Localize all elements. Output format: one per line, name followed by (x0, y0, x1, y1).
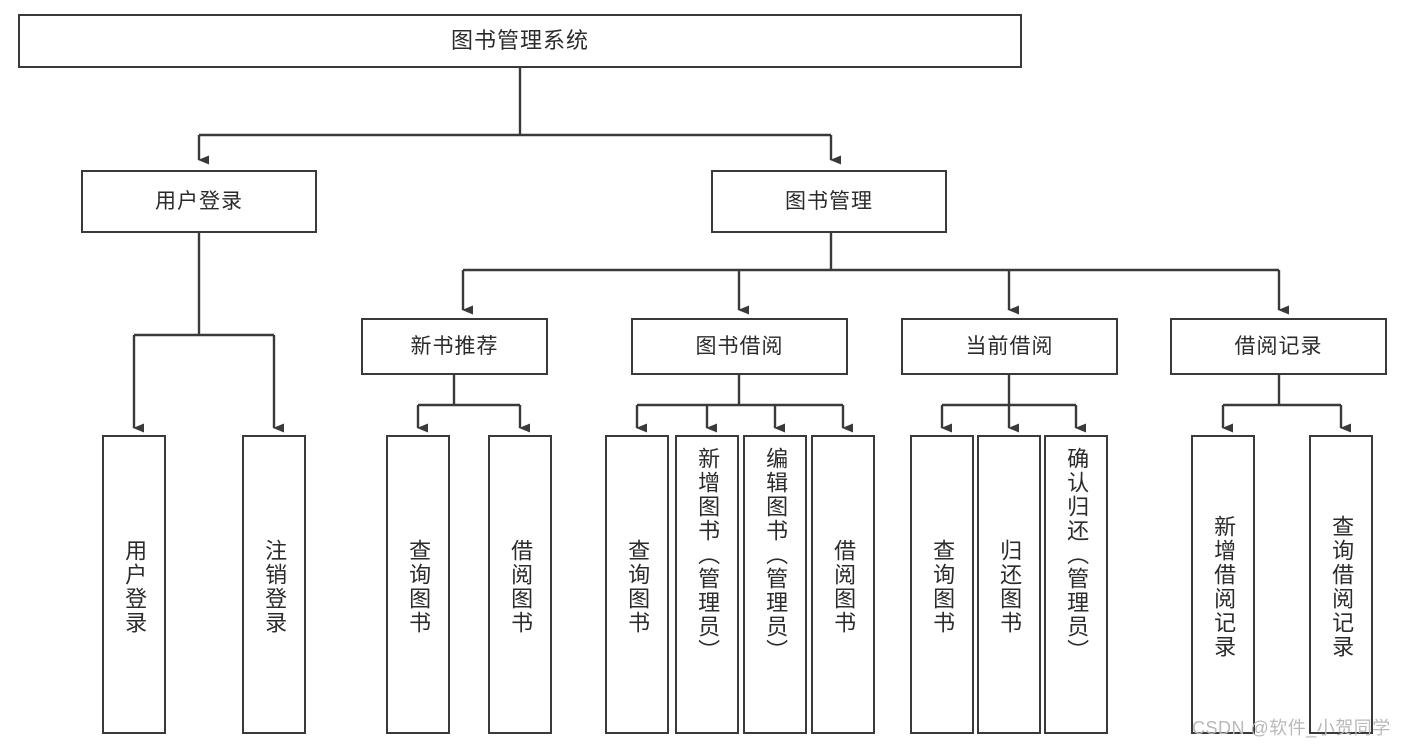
leaf-node-borrow-book-recommend[interactable]: 借阅图书 (488, 435, 552, 734)
node-label: 注销登录 (262, 538, 288, 635)
leaf-node-add-book-admin[interactable]: 新增图书（管理员） (675, 435, 739, 734)
node-label: 图书管理 (785, 189, 873, 213)
node-user-login[interactable]: 用户登录 (81, 170, 317, 233)
node-label: 归还图书 (997, 538, 1023, 635)
leaf-text-wrap: 查询图书 (388, 441, 448, 732)
node-label: 借阅图书 (831, 538, 857, 635)
leaf-text-wrap: 新增图书（管理员） (677, 441, 737, 738)
node-label: 借阅记录 (1234, 334, 1323, 358)
leaf-text-wrap: 确认归还（管理员） (1046, 441, 1106, 738)
node-label: 图书借阅 (695, 334, 784, 358)
leaf-node-logout[interactable]: 注销登录 (242, 435, 306, 734)
node-new-book-recommend[interactable]: 新书推荐 (361, 318, 548, 375)
leaf-node-return-book[interactable]: 归还图书 (977, 435, 1041, 734)
leaf-text-wrap: 编辑图书（管理员） (745, 441, 805, 738)
node-book-management-system[interactable]: 图书管理系统 (18, 14, 1022, 68)
node-label: 借阅图书 (508, 538, 534, 635)
node-label: 确认归还（管理员） (1064, 447, 1090, 663)
leaf-node-user-login[interactable]: 用户登录 (102, 435, 166, 734)
leaf-text-wrap: 查询借阅记录 (1311, 441, 1371, 732)
node-book-management[interactable]: 图书管理 (711, 170, 947, 233)
node-current-borrow[interactable]: 当前借阅 (901, 318, 1118, 375)
node-label: 当前借阅 (965, 334, 1054, 358)
leaf-text-wrap: 归还图书 (979, 441, 1039, 732)
node-label: 新书推荐 (410, 334, 499, 358)
leaf-text-wrap: 新增借阅记录 (1193, 441, 1253, 732)
leaf-node-query-book-borrow[interactable]: 查询图书 (605, 435, 669, 734)
node-label: 用户登录 (155, 189, 243, 213)
leaf-node-add-borrow-record[interactable]: 新增借阅记录 (1191, 435, 1255, 734)
node-borrow-record[interactable]: 借阅记录 (1170, 318, 1387, 375)
leaf-node-borrow-book[interactable]: 借阅图书 (811, 435, 875, 734)
leaf-text-wrap: 借阅图书 (813, 441, 873, 732)
node-label: 图书管理系统 (450, 27, 589, 53)
watermark-text: CSDN @软件_小贺同学 (1192, 718, 1391, 738)
leaf-text-wrap: 查询图书 (912, 441, 972, 732)
node-label: 查询图书 (930, 538, 956, 635)
leaf-text-wrap: 注销登录 (244, 441, 304, 732)
leaf-text-wrap: 借阅图书 (490, 441, 550, 732)
node-label: 查询图书 (625, 538, 651, 635)
node-label: 用户登录 (122, 538, 148, 635)
leaf-text-wrap: 用户登录 (104, 441, 164, 732)
leaf-node-query-borrow-record[interactable]: 查询借阅记录 (1309, 435, 1373, 734)
node-book-borrow[interactable]: 图书借阅 (631, 318, 848, 375)
leaf-text-wrap: 查询图书 (607, 441, 667, 732)
node-label: 新增图书（管理员） (695, 447, 721, 663)
node-label: 查询借阅记录 (1329, 514, 1355, 659)
node-label: 新增借阅记录 (1211, 514, 1237, 659)
node-label: 查询图书 (406, 538, 432, 635)
leaf-node-query-book-current[interactable]: 查询图书 (910, 435, 974, 734)
leaf-node-edit-book-admin[interactable]: 编辑图书（管理员） (743, 435, 807, 734)
leaf-node-query-book-recommend[interactable]: 查询图书 (386, 435, 450, 734)
node-label: 编辑图书（管理员） (763, 447, 789, 663)
leaf-node-confirm-return-admin[interactable]: 确认归还（管理员） (1044, 435, 1108, 734)
